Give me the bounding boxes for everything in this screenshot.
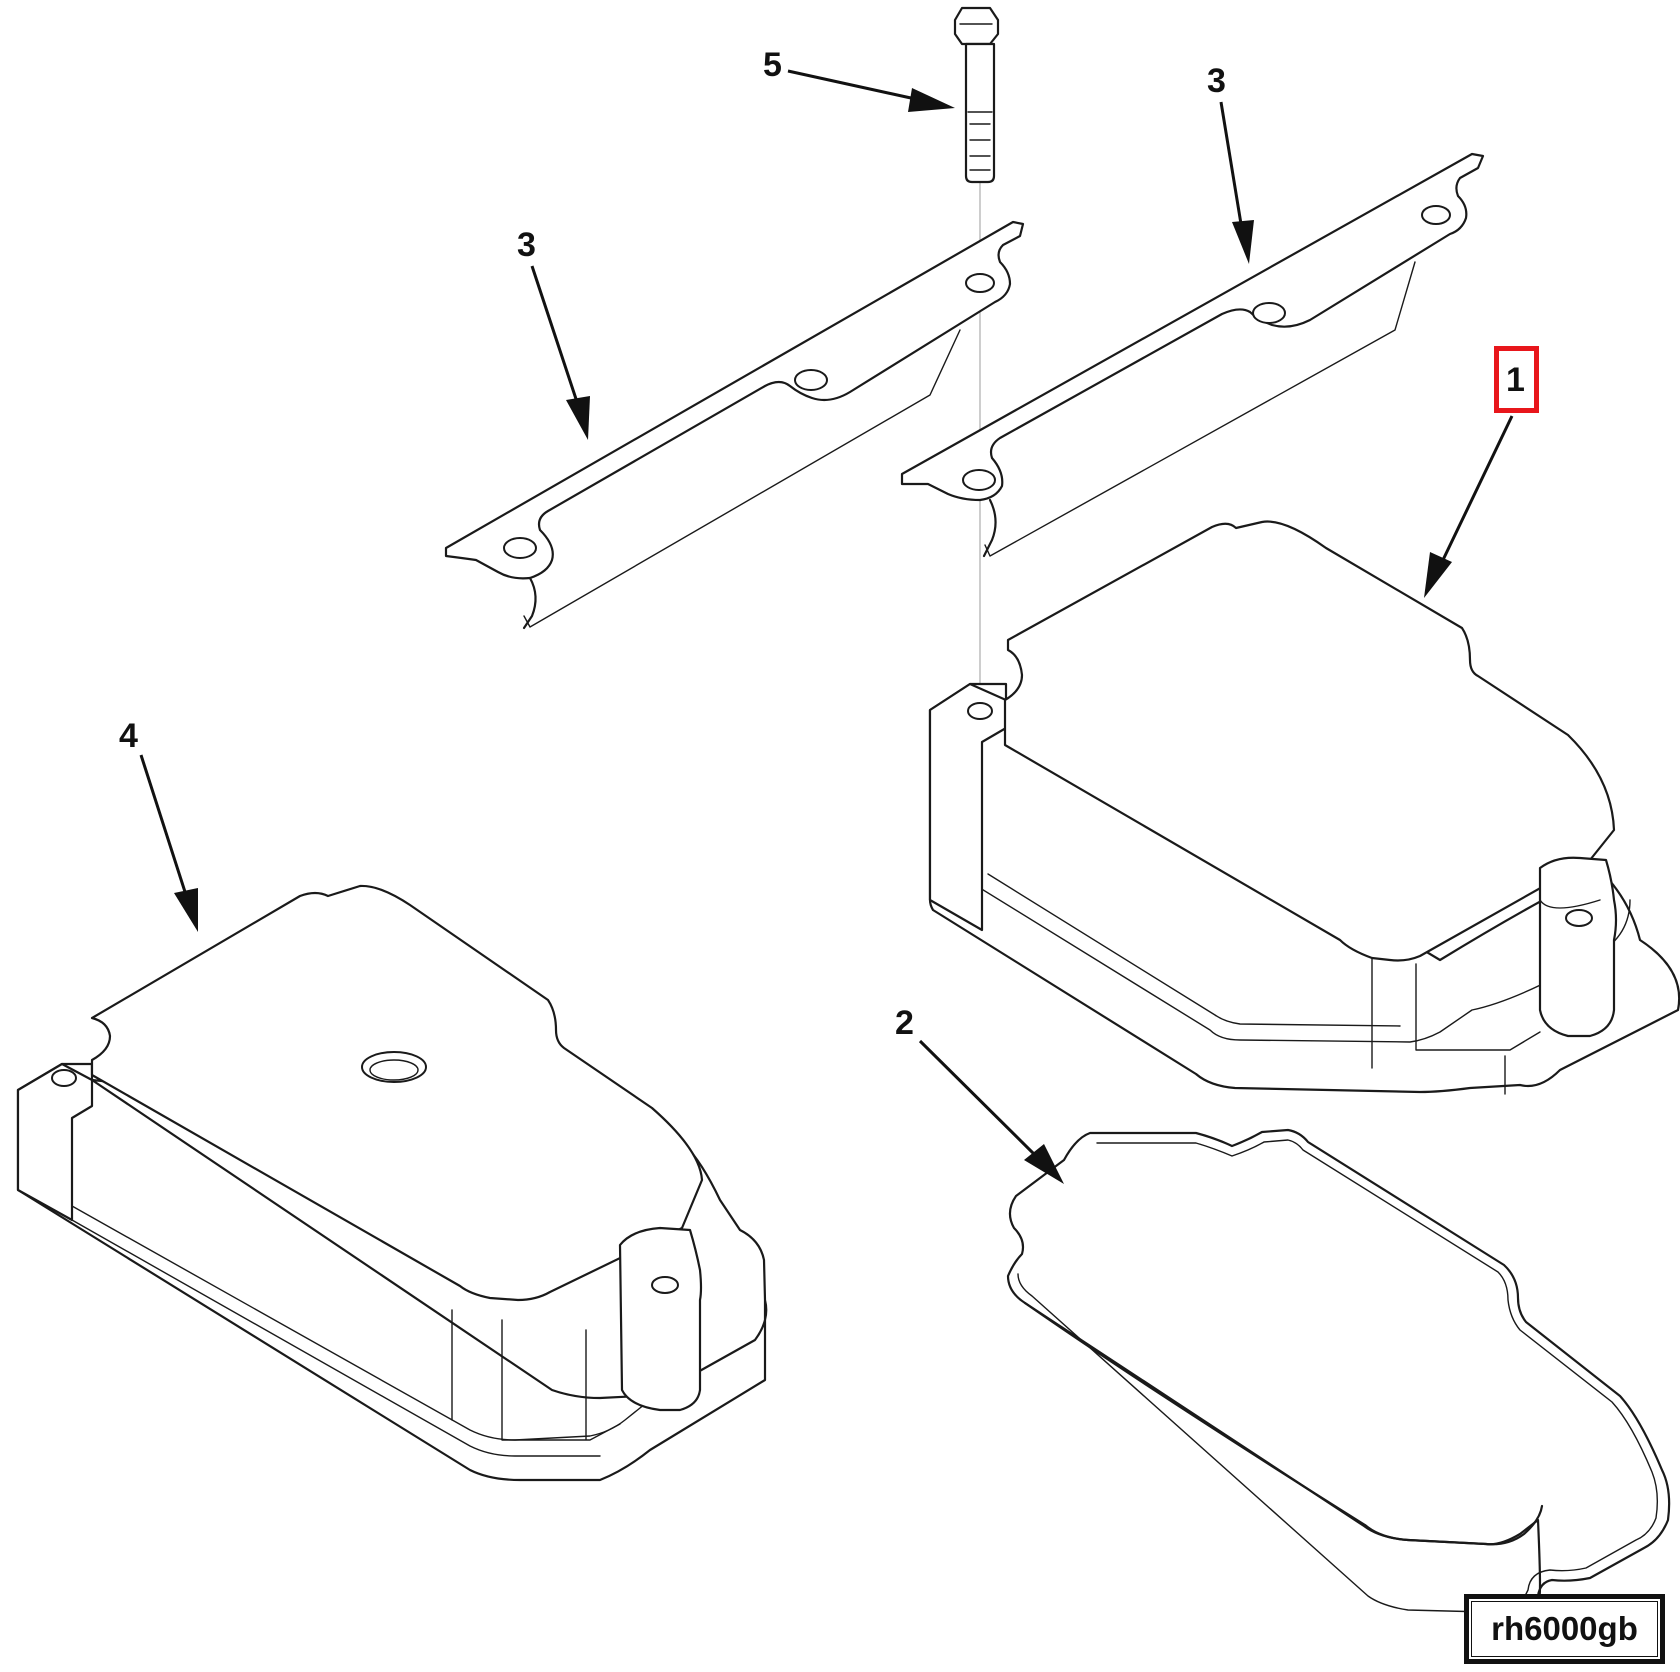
callout-5: 5 bbox=[763, 46, 782, 84]
callout-1-highlight-box bbox=[1494, 346, 1539, 413]
valve-cover-left-part bbox=[16, 884, 768, 1482]
callout-4: 4 bbox=[119, 717, 138, 755]
bolt-part bbox=[953, 6, 1000, 184]
reference-code-box: rh6000gb bbox=[1464, 1594, 1665, 1664]
callout-3-right: 3 bbox=[1207, 62, 1226, 100]
bracket-right-part bbox=[900, 152, 1485, 558]
leader-5 bbox=[787, 69, 955, 112]
valve-cover-right-part bbox=[928, 520, 1680, 1095]
leader-1 bbox=[1424, 415, 1514, 598]
leader-3-left bbox=[530, 265, 590, 440]
bracket-left-part bbox=[444, 220, 1025, 630]
callout-1: 1 bbox=[1506, 361, 1525, 399]
reference-code: rh6000gb bbox=[1491, 1610, 1638, 1647]
leader-2 bbox=[918, 1039, 1064, 1184]
callout-2: 2 bbox=[895, 1004, 914, 1042]
gasket-part bbox=[1006, 1128, 1671, 1613]
leader-3-right bbox=[1219, 101, 1254, 264]
callout-3-left: 3 bbox=[517, 226, 536, 264]
leader-4 bbox=[139, 754, 198, 932]
